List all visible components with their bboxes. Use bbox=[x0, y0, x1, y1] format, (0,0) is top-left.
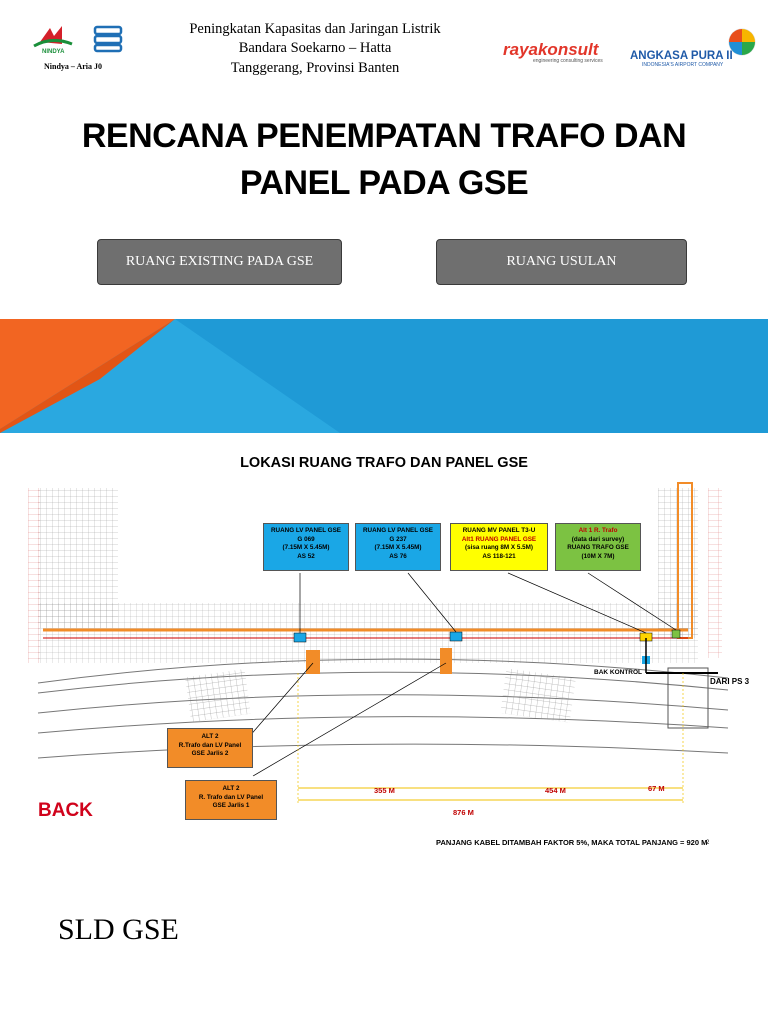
decorative-band bbox=[0, 319, 768, 433]
angkasa-pura-logo: ANGKASA PURA II INDONESIA'S AIRPORT COMP… bbox=[630, 50, 733, 68]
room-box-trafo: Alt 1 R. Trafo(data dari survey) RUANG T… bbox=[555, 523, 641, 571]
sld-gse-link[interactable]: SLD GSE bbox=[58, 913, 179, 946]
page-title-line-2: PANEL PADA GSE bbox=[239, 164, 529, 202]
dari-ps3-label: DARI PS 3 bbox=[710, 677, 750, 686]
ruang-usulan-button[interactable]: RUANG USULAN bbox=[436, 239, 687, 285]
ruang-existing-button[interactable]: RUANG EXISTING PADA GSE bbox=[97, 239, 342, 285]
header-line-1: Peningkatan Kapasitas dan Jaringan Listr… bbox=[189, 21, 441, 37]
cable-length-footnote: PANJANG KABEL DITAMBAH FAKTOR 5%, MAKA T… bbox=[436, 838, 708, 847]
dimension-67m: 67 M bbox=[648, 784, 665, 793]
aria-logo-icon bbox=[92, 25, 124, 53]
map-title: LOKASI RUANG TRAFO DAN PANEL GSE bbox=[240, 455, 528, 471]
nindya-logo-text: NINDYA bbox=[42, 49, 65, 55]
airport-layout-map bbox=[28, 482, 729, 803]
dimension-454m: 454 M bbox=[545, 786, 566, 795]
header-line-2: Bandara Soekarno – Hatta bbox=[238, 40, 392, 56]
dimension-355m: 355 M bbox=[374, 786, 395, 795]
angkasa-pura-icon bbox=[727, 27, 757, 57]
left-logo-caption: Nindya – Aria J0 bbox=[44, 62, 103, 71]
header-line-3: Tanggerang, Provinsi Banten bbox=[230, 60, 400, 76]
page-number: 2 bbox=[706, 840, 710, 846]
dimension-876m: 876 M bbox=[453, 808, 474, 817]
nindya-logo: NINDYA bbox=[32, 22, 92, 62]
back-link[interactable]: BACK bbox=[38, 800, 93, 821]
page-title-line-1: RENCANA PENEMPATAN TRAFO DAN bbox=[81, 117, 687, 155]
bak-kontrol-label: BAK KONTROL bbox=[594, 669, 643, 676]
rayakonsult-logo: rayakonsult engineering consulting servi… bbox=[503, 40, 603, 64]
